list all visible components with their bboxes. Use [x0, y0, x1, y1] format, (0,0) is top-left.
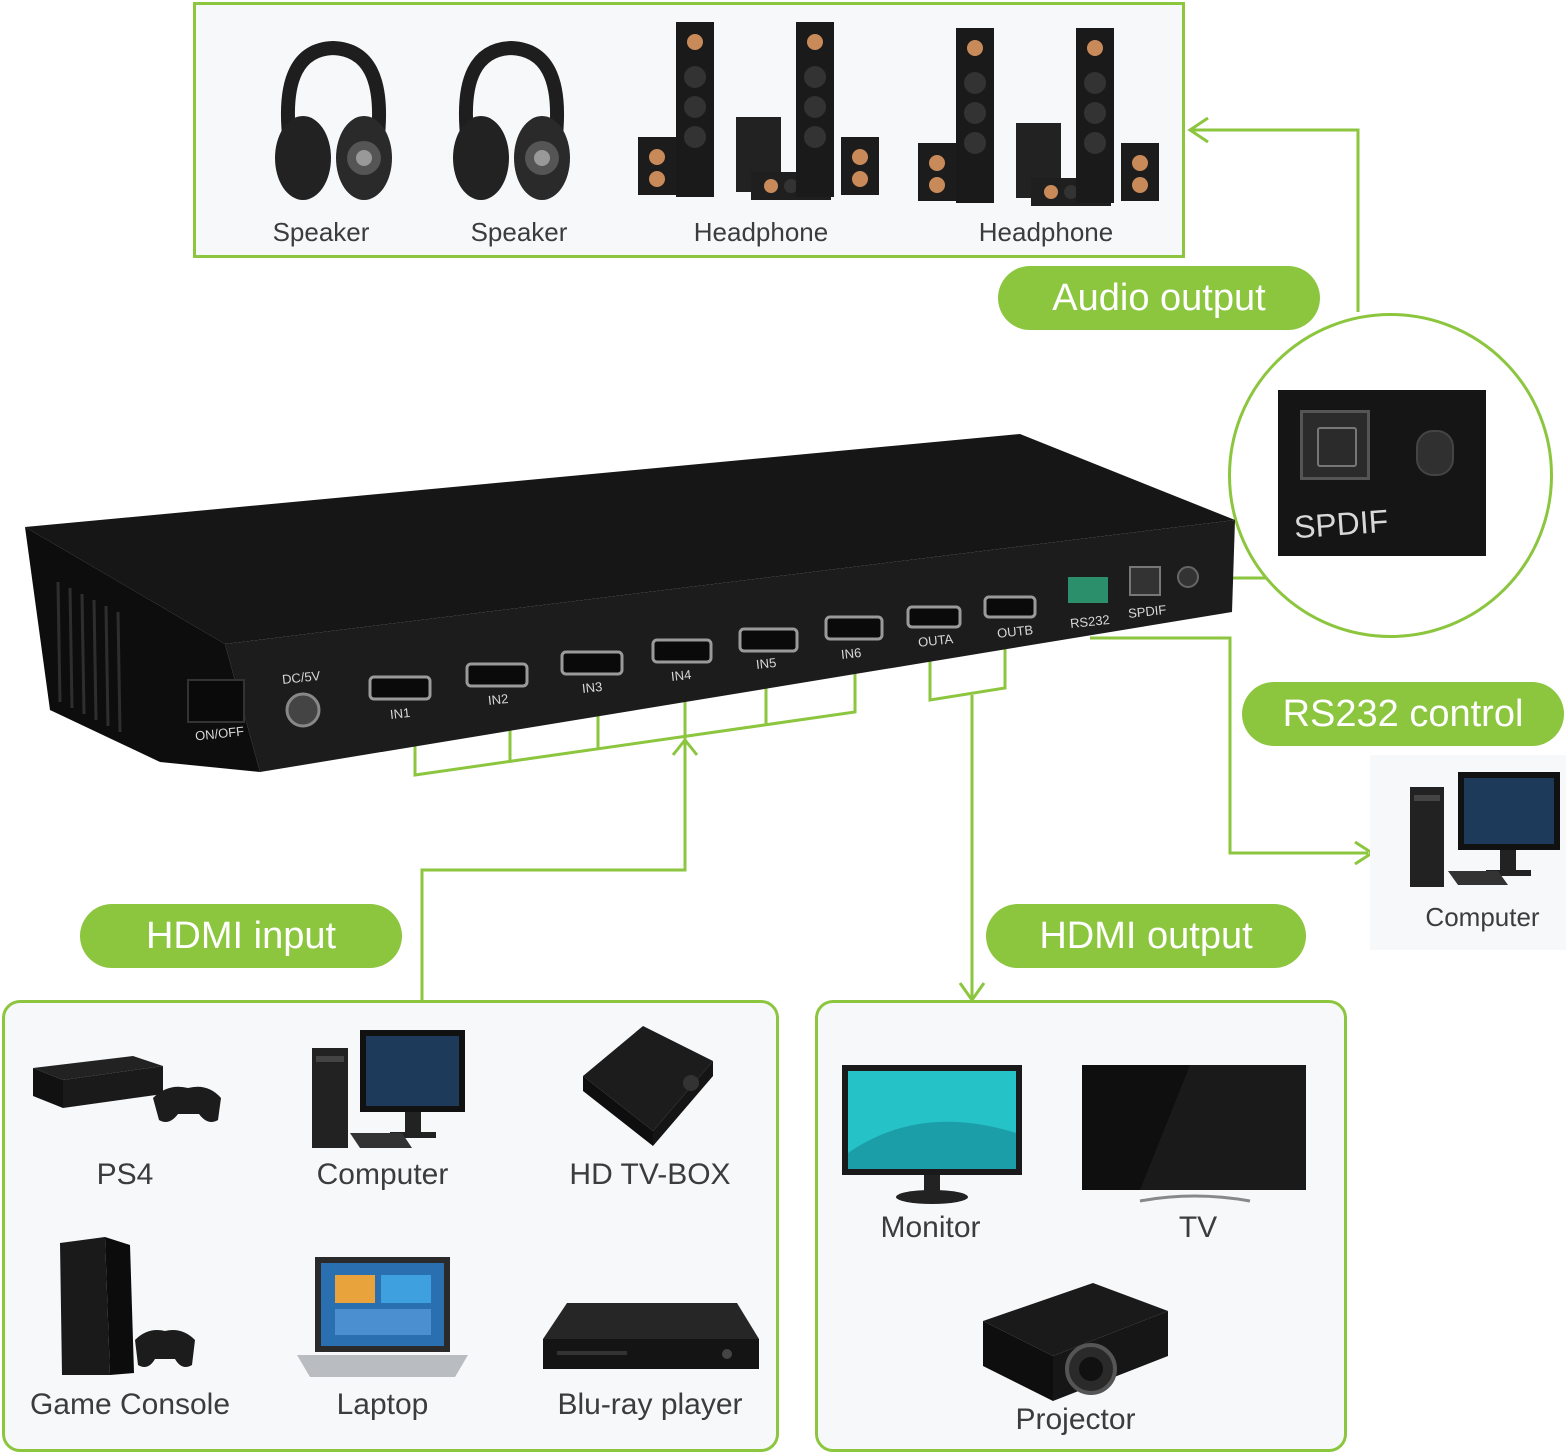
game-console-icon — [50, 1235, 210, 1380]
audio-jack-icon — [1416, 430, 1454, 476]
monitor-icon — [840, 1063, 1025, 1208]
ps4-console-icon — [23, 1048, 223, 1128]
input-device-label: Blu-ray player — [557, 1388, 743, 1421]
rs232-computer-label: Computer — [1425, 902, 1540, 932]
bluray-player-icon — [537, 1301, 762, 1381]
input-device-label: PS4 — [96, 1158, 154, 1191]
tv-icon — [1080, 1063, 1308, 1208]
output-device-label: Projector — [1015, 1403, 1136, 1436]
optical-port-icon — [1300, 410, 1370, 480]
rs232-computer-card: Computer — [1370, 755, 1566, 950]
port-label-in4: IN4 — [670, 666, 692, 685]
port-label-in1: IN1 — [389, 704, 411, 723]
input-device-label: HD TV-BOX — [569, 1158, 731, 1191]
output-device-label: TV — [1178, 1211, 1218, 1244]
port-label-in3: IN3 — [581, 678, 603, 697]
speaker-system-icon — [636, 17, 886, 202]
audio-output-panel: Speaker Speaker Headphone — [193, 2, 1185, 258]
port-label-in5: IN5 — [755, 654, 777, 673]
desktop-computer-icon — [310, 1028, 470, 1153]
tv-box-icon — [573, 1021, 723, 1151]
audio-output-badge: Audio output — [998, 266, 1320, 330]
hdmi-output-panel: Monitor TV Projector — [815, 1000, 1347, 1452]
hdmi-output-badge: HDMI output — [986, 904, 1306, 968]
headphones-icon — [449, 40, 574, 205]
hdmi-input-badge: HDMI input — [80, 904, 402, 968]
rs232-control-badge: RS232 control — [1242, 682, 1564, 746]
projector-icon — [973, 1281, 1173, 1411]
headphones-icon — [271, 40, 396, 205]
audio-device-label: Headphone — [693, 217, 829, 247]
laptop-icon — [295, 1255, 470, 1380]
input-device-label: Computer — [316, 1158, 449, 1191]
audio-device-label: Headphone — [978, 217, 1114, 247]
audio-device-label: Speaker — [272, 217, 370, 247]
hdmi-matrix-switcher — [25, 434, 1235, 772]
speaker-system-icon — [916, 23, 1166, 208]
port-label-in2: IN2 — [487, 690, 509, 709]
hdmi-input-panel: PS4 Computer HD TV-BOX Game Console — [2, 1000, 779, 1452]
output-device-label: Monitor — [880, 1211, 981, 1244]
audio-device-label: Speaker — [470, 217, 568, 247]
port-label-in6: IN6 — [840, 644, 862, 663]
input-device-label: Game Console — [29, 1388, 231, 1421]
spdif-zoom-image: SPDIF — [1278, 390, 1486, 556]
spdif-zoom-label: SPDIF — [1292, 502, 1390, 546]
desktop-computer-icon — [1408, 767, 1563, 892]
input-device-label: Laptop — [336, 1388, 429, 1421]
